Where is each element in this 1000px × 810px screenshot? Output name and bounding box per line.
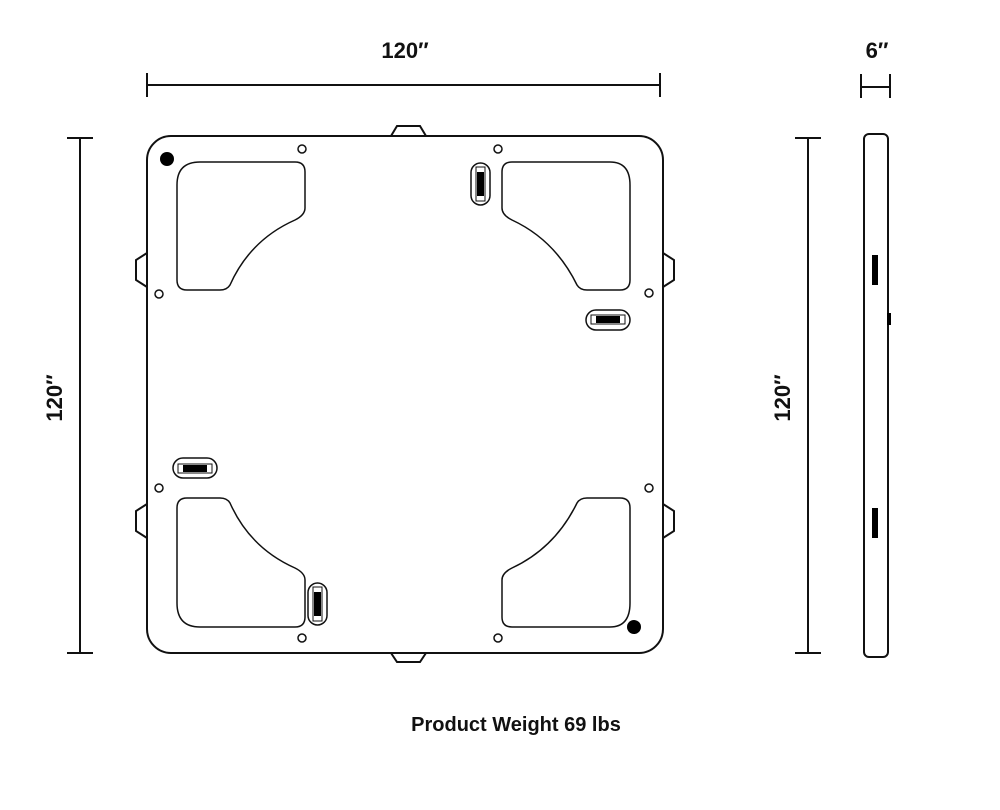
- side-thickness-label: 6″: [865, 38, 889, 63]
- side-thickness-dimension-line: [860, 74, 891, 98]
- side-view: [863, 133, 889, 658]
- side-height-dimension-line: [795, 137, 821, 654]
- top-width-dimension-line: [146, 73, 661, 97]
- product-weight-label: Product Weight 69 lbs: [411, 714, 621, 736]
- handle-slots: [172, 162, 631, 626]
- grommet-holes: [154, 144, 654, 643]
- left-height-dimension-line: [67, 137, 93, 654]
- top-width-label: 120″: [381, 38, 429, 63]
- side-slots: [872, 255, 891, 538]
- left-height-label: 120″: [42, 374, 67, 422]
- side-height-label: 120″: [770, 374, 795, 422]
- top-view: [135, 125, 675, 663]
- valve-dots: [160, 152, 641, 634]
